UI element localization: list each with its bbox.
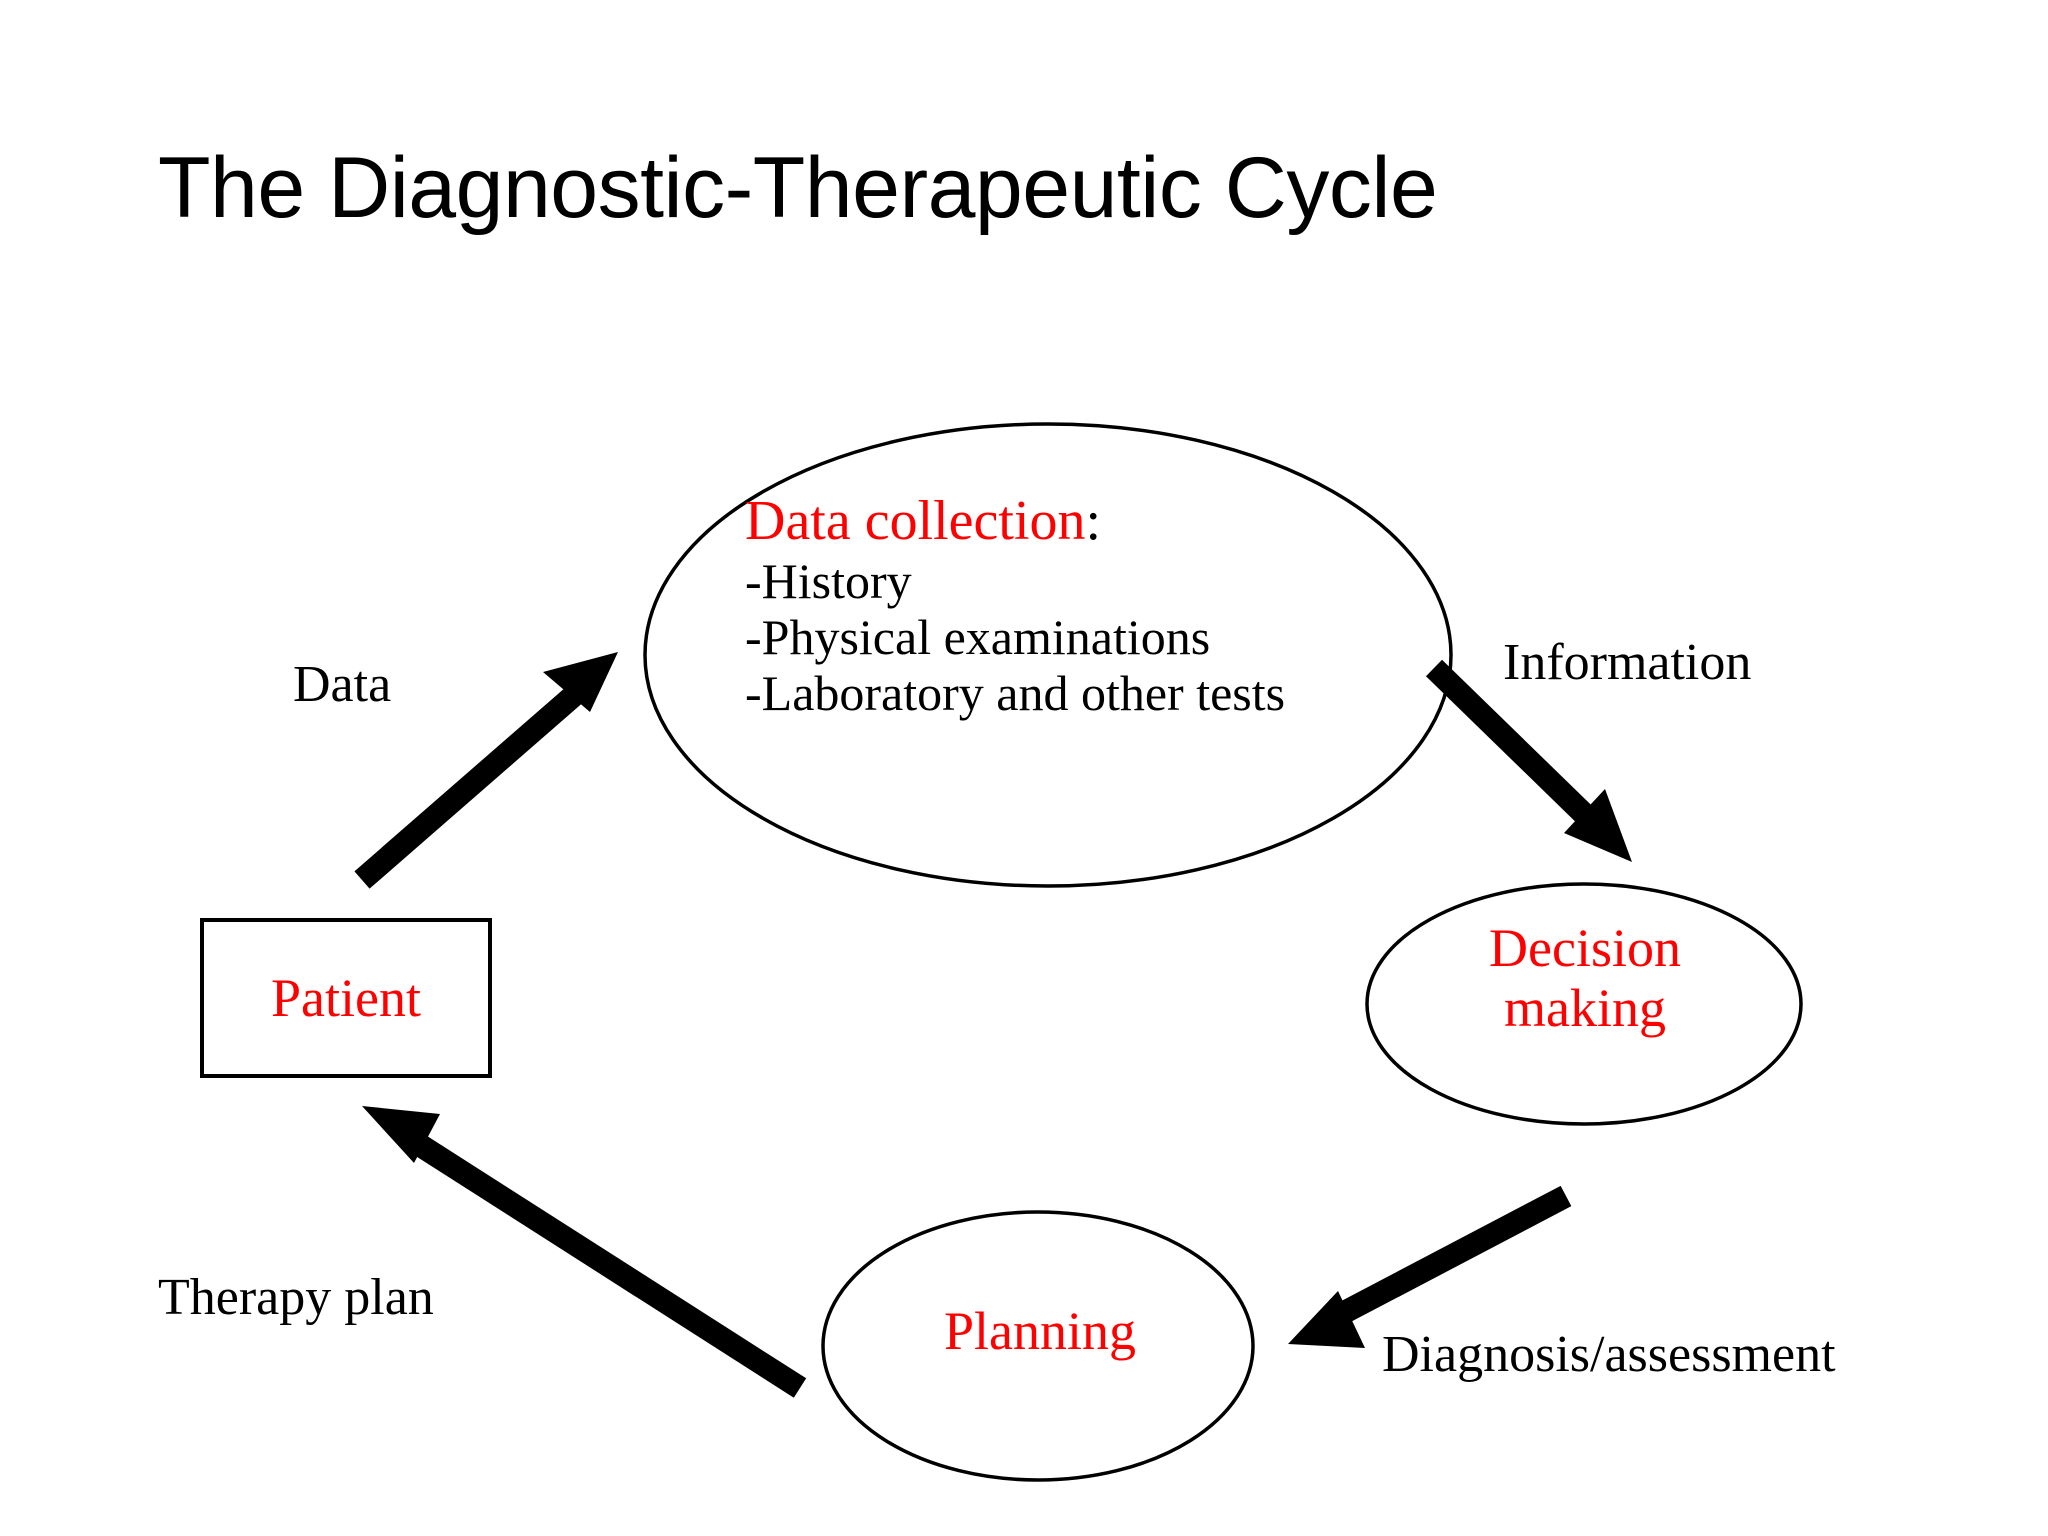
data-collection-ellipse[interactable] xyxy=(643,422,1453,888)
patient-box[interactable] xyxy=(200,918,492,1078)
data-collection-item-laboratory-tests: -Laboratory and other tests xyxy=(745,664,1286,721)
decision-making-label-line2: making xyxy=(1504,978,1666,1039)
page-title: The Diagnostic-Therapeutic Cycle xyxy=(158,140,1438,236)
data-collection-heading-label: Data collection xyxy=(745,490,1086,552)
data-collection-heading: Data collection: xyxy=(745,490,1405,553)
arrow-patient-to-data-collection xyxy=(354,652,618,889)
planning-label: Planning xyxy=(943,1301,1136,1361)
data-collection-heading-colon: : xyxy=(1085,490,1102,552)
decision-making-ellipse[interactable] xyxy=(1365,882,1803,1126)
edge-label-data: Data xyxy=(293,656,392,713)
edge-label-information: Information xyxy=(1503,634,1752,691)
patient-label: Patient xyxy=(271,968,421,1028)
planning-ellipse[interactable] xyxy=(821,1210,1255,1482)
edge-label-therapy-plan: Therapy plan xyxy=(158,1269,434,1326)
edge-label-diagnosis-assessment: Diagnosis/assessment xyxy=(1382,1326,1836,1383)
arrow-decision-to-planning xyxy=(1288,1185,1572,1348)
arrow-data-collection-to-decision xyxy=(1425,659,1632,862)
arrow-planning-to-patient xyxy=(362,1106,807,1398)
data-collection-item-history: -History xyxy=(745,552,912,609)
decision-making-label: Decision making xyxy=(1400,918,1770,1039)
data-collection-item-physical-examinations: -Physical examinations xyxy=(745,608,1211,665)
decision-making-label-line1: Decision xyxy=(1489,918,1681,978)
data-collection-text: Data collection: -History -Physical exam… xyxy=(745,490,1405,721)
